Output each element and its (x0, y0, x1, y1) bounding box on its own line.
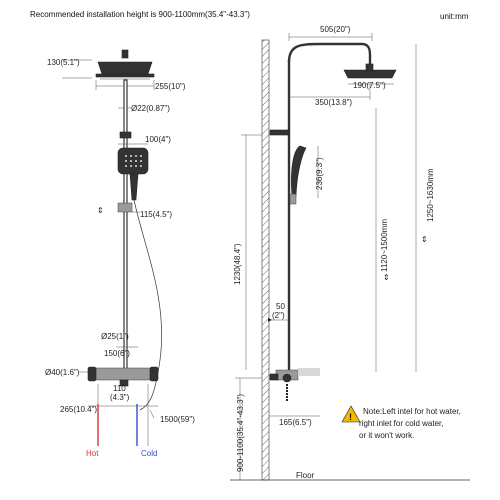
front-slider (117, 202, 133, 213)
side-shower-arm (287, 42, 372, 66)
front-hose (133, 199, 162, 411)
handshower-width-dim: 100(4") (145, 135, 171, 144)
hose-length-dim: 1500(59") (160, 415, 195, 424)
warning-note: ! Note:Left intel for hot water, right i… (341, 405, 461, 440)
warning-icon (341, 405, 361, 423)
wall (261, 39, 270, 481)
outlet-spacing-inch-dim: (4.3") (110, 393, 130, 402)
total-height-arrow-icon: ⇕ (421, 235, 428, 244)
front-hand-shower (117, 147, 149, 201)
pipe-diameter-low-dim: Ø25(1") (101, 332, 129, 341)
front-mixer-bar (87, 366, 159, 387)
slide-range-dim: 1120~1500mm (380, 219, 389, 272)
mixer-width-dim: 265(10.4") (60, 405, 97, 414)
hot-label: Hot (86, 449, 99, 458)
warning-line-2: right inlet for cold water, (359, 419, 443, 428)
offset-arrow-icon: ▸ (268, 315, 272, 324)
front-upper-joint (119, 131, 132, 139)
offset-dim: 50 (276, 302, 285, 311)
offset-inch-dim: (2") (272, 311, 285, 320)
handshower-length-dim: 236(9.3") (315, 157, 324, 190)
warning-line-1: Note:Left intel for hot water, (363, 407, 461, 416)
pipe-diameter-top-dim: Ø22(0.87") (131, 104, 170, 113)
head-width-dim: 255(10") (155, 82, 186, 91)
install-height-dim: 900-1100(35.4"-43.3") (236, 394, 245, 472)
head-diameter-dim: 190(7.5") (353, 81, 386, 90)
mixer-depth-dim: 165(6.5") (279, 418, 312, 427)
slide-range-arrow-icon: ⇕ (383, 273, 390, 282)
total-height-dim: 1250~1630mm (426, 168, 435, 222)
slider-arrow-icon: ⇕ (97, 206, 104, 215)
side-view: Floor 505(20") 190(7.5") 350(13.8") 236(… (230, 25, 470, 481)
unit-label: unit:mm (440, 12, 469, 21)
side-hand-shower (289, 145, 307, 205)
riser-height-dim: 1230(48.4") (233, 243, 242, 285)
cold-label: Cold (141, 449, 157, 458)
floor-label: Floor (296, 471, 315, 480)
arm-length-dim: 350(13.8") (315, 98, 352, 107)
side-rain-head (343, 63, 397, 79)
mixer-diameter-dim: Ø40(1.6") (45, 368, 80, 377)
front-rain-head (95, 49, 155, 80)
outlet-spacing-dim: 110 (113, 384, 126, 393)
side-mixer (269, 368, 320, 402)
warning-symbol: ! (349, 412, 352, 422)
head-height-dim: 130(5.1") (47, 58, 80, 67)
side-upper-bracket (269, 129, 290, 136)
front-riser-pipe (123, 79, 128, 371)
install-height-note: Recommended installation height is 900-1… (30, 10, 250, 19)
arm-reach-dim: 505(20") (320, 25, 351, 34)
warning-line-3: or it won't work. (359, 431, 414, 440)
mixer-center-dim: 150(6") (104, 349, 130, 358)
front-view: 130(5.1") 255(10") Ø22(0.87") 100(4") ⇕ (45, 49, 195, 458)
slider-height-dim: 115(4.5") (140, 210, 172, 219)
